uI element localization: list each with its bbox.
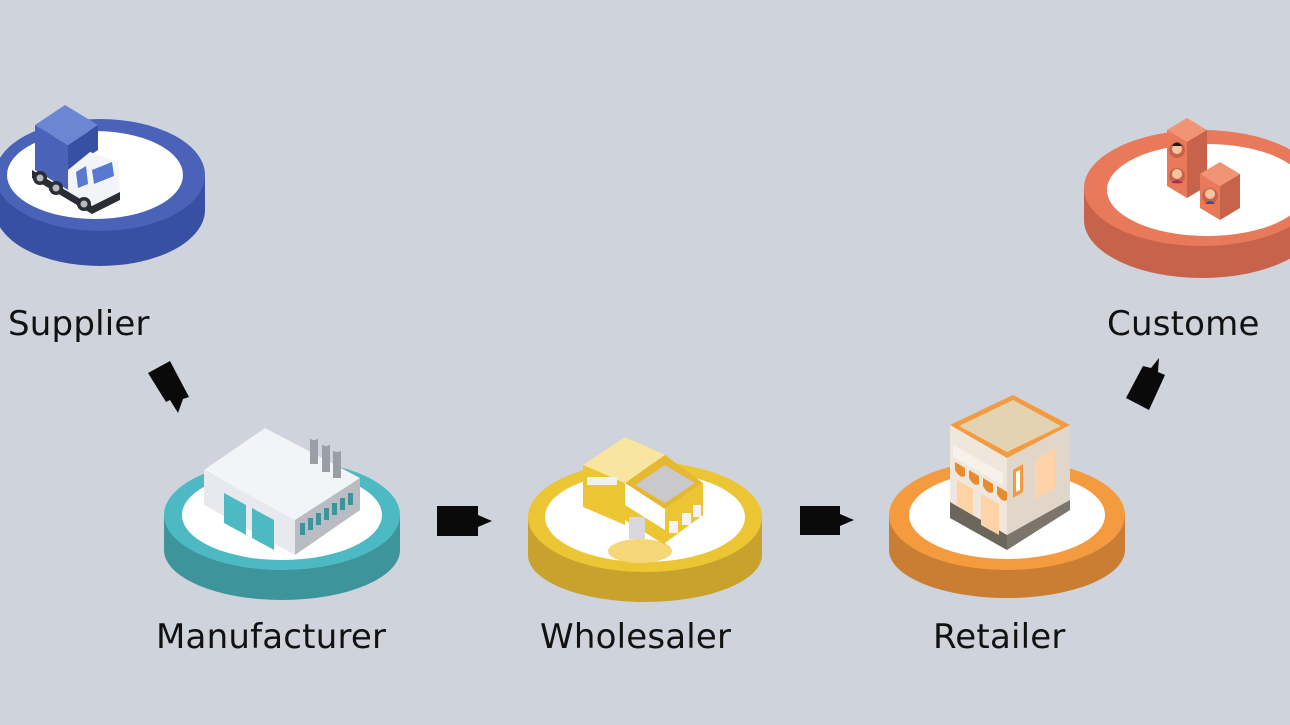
wholesaler-node (528, 437, 762, 602)
warehouse-icon (583, 437, 703, 563)
truck-icon (32, 105, 120, 214)
arrow-retailer-to-customer (1126, 358, 1165, 410)
arrow-wholesaler-to-retailer (800, 506, 854, 535)
arrow-icon (1126, 358, 1165, 410)
arrow-icon (800, 506, 854, 535)
customer-node (1084, 118, 1290, 278)
manufacturer-node (164, 428, 400, 600)
arrow-manufacturer-to-supplier (148, 361, 189, 413)
arrow-manufacturer-to-wholesaler (437, 506, 492, 536)
retailer-label: Retailer (933, 617, 1066, 657)
shop-icon (950, 395, 1070, 550)
arrow-icon (437, 506, 492, 536)
supplier-label: Supplier (8, 304, 150, 344)
retailer-node (889, 395, 1125, 598)
customer-label: Custome (1107, 304, 1260, 344)
manufacturer-label: Manufacturer (156, 617, 387, 657)
customers-icon (1167, 118, 1240, 220)
supplier-node (0, 105, 205, 266)
arrow-icon (148, 361, 189, 413)
factory-icon (204, 428, 360, 555)
wholesaler-label: Wholesaler (540, 617, 732, 657)
